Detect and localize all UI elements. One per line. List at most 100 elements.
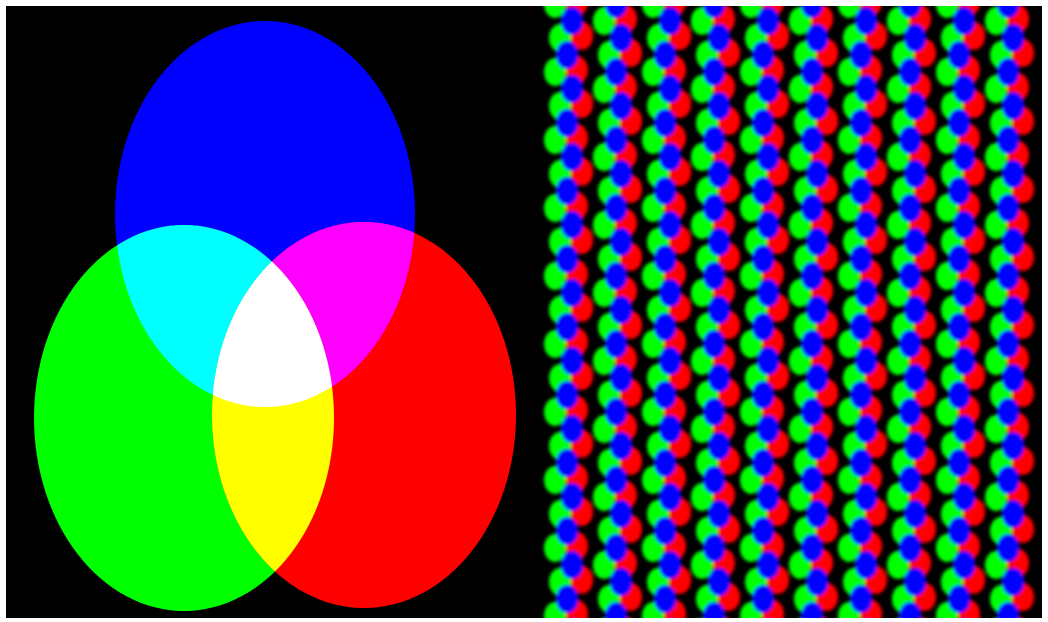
blue-subpixel-dot (654, 109, 676, 137)
blue-subpixel-dot (605, 262, 627, 290)
blue-subpixel-dot (757, 415, 779, 443)
blue-subpixel-dot (1002, 568, 1024, 596)
blue-subpixel-dot (752, 313, 774, 341)
blue-subpixel-dot (752, 177, 774, 205)
blue-subpixel-dot (654, 177, 676, 205)
blue-subpixel-dot (899, 534, 921, 562)
blue-subpixel-dot (561, 7, 583, 35)
blue-subpixel-dot (708, 24, 730, 52)
blue-subpixel-dot (703, 466, 725, 494)
blue-subpixel-dot (610, 228, 632, 256)
blue-subpixel-dot (654, 245, 676, 273)
blue-subpixel-dot (855, 75, 877, 103)
blue-subpixel-dot (953, 415, 975, 443)
blue-subpixel-dot (556, 381, 578, 409)
blue-subpixel-dot (953, 7, 975, 35)
blue-subpixel-dot (899, 330, 921, 358)
blue-subpixel-dot (801, 534, 823, 562)
blue-subpixel-dot (948, 41, 970, 69)
blue-subpixel-dot (899, 126, 921, 154)
blue-subpixel-dot (610, 296, 632, 324)
blue-subpixel-dot (561, 75, 583, 103)
blue-subpixel-dot (997, 58, 1019, 86)
blue-subpixel-dot (1002, 24, 1024, 52)
black-background (6, 6, 1042, 618)
blue-subpixel-dot (708, 568, 730, 596)
blue-subpixel-dot (806, 568, 828, 596)
blue-subpixel-dot (556, 313, 578, 341)
blue-subpixel-dot (757, 279, 779, 307)
blue-subpixel-dot (904, 160, 926, 188)
blue-subpixel-dot (659, 415, 681, 443)
blue-subpixel-dot (953, 211, 975, 239)
blue-subpixel-dot (850, 109, 872, 137)
blue-subpixel-dot (850, 41, 872, 69)
blue-subpixel-dot (757, 551, 779, 579)
blue-subpixel-dot (752, 517, 774, 545)
blue-subpixel-dot (561, 551, 583, 579)
blue-subpixel-dot (605, 534, 627, 562)
blue-subpixel-dot (561, 483, 583, 511)
blue-subpixel-dot (752, 41, 774, 69)
blue-subpixel-dot (953, 551, 975, 579)
blue-subpixel-dot (610, 24, 632, 52)
blue-subpixel-dot (610, 500, 632, 528)
blue-subpixel-dot (561, 279, 583, 307)
blue-subpixel-dot (997, 262, 1019, 290)
blue-subpixel-dot (850, 517, 872, 545)
blue-subpixel-dot (703, 534, 725, 562)
blue-subpixel-dot (904, 24, 926, 52)
blue-subpixel-dot (659, 347, 681, 375)
blue-subpixel-dot (855, 347, 877, 375)
blue-subpixel-dot (605, 398, 627, 426)
blue-subpixel-dot (1002, 500, 1024, 528)
blue-subpixel-dot (752, 585, 774, 613)
blue-subpixel-dot (806, 92, 828, 120)
blue-subpixel-dot (610, 160, 632, 188)
blue-subpixel-dot (997, 194, 1019, 222)
blue-subpixel-dot (899, 58, 921, 86)
blue-subpixel-dot (659, 483, 681, 511)
blue-subpixel-dot (855, 551, 877, 579)
blue-subpixel-dot (997, 330, 1019, 358)
blue-subpixel-dot (948, 517, 970, 545)
blue-subpixel-dot (703, 126, 725, 154)
blue-subpixel-dot (904, 500, 926, 528)
blue-subpixel-dot (1002, 364, 1024, 392)
blue-subpixel-dot (855, 483, 877, 511)
blue-subpixel-dot (1002, 92, 1024, 120)
blue-subpixel-dot (556, 245, 578, 273)
blue-subpixel-dot (997, 126, 1019, 154)
blue-subpixel-dot (855, 415, 877, 443)
blue-subpixel-dot (806, 364, 828, 392)
blue-subpixel-dot (708, 160, 730, 188)
blue-subpixel-dot (708, 92, 730, 120)
blue-subpixel-dot (850, 313, 872, 341)
blue-subpixel-dot (801, 330, 823, 358)
blue-subpixel-dot (752, 381, 774, 409)
blue-subpixel-dot (997, 398, 1019, 426)
blue-subpixel-dot (855, 7, 877, 35)
blue-subpixel-dot (708, 432, 730, 460)
blue-subpixel-dot (556, 517, 578, 545)
blue-subpixel-dot (850, 177, 872, 205)
blue-subpixel-dot (605, 194, 627, 222)
blue-subpixel-dot (556, 41, 578, 69)
blue-subpixel-dot (806, 296, 828, 324)
blue-subpixel-dot (659, 7, 681, 35)
blue-subpixel-dot (953, 75, 975, 103)
blue-subpixel-dot (757, 143, 779, 171)
blue-subpixel-dot (654, 41, 676, 69)
blue-subpixel-dot (904, 296, 926, 324)
blue-subpixel-dot (605, 466, 627, 494)
blue-subpixel-dot (948, 177, 970, 205)
blue-subpixel-dot (703, 398, 725, 426)
blue-subpixel-dot (1002, 160, 1024, 188)
blue-subpixel-dot (904, 432, 926, 460)
blue-subpixel-dot (899, 398, 921, 426)
blue-subpixel-dot (948, 313, 970, 341)
blue-subpixel-dot (806, 500, 828, 528)
blue-subpixel-dot (610, 364, 632, 392)
blue-subpixel-dot (708, 228, 730, 256)
